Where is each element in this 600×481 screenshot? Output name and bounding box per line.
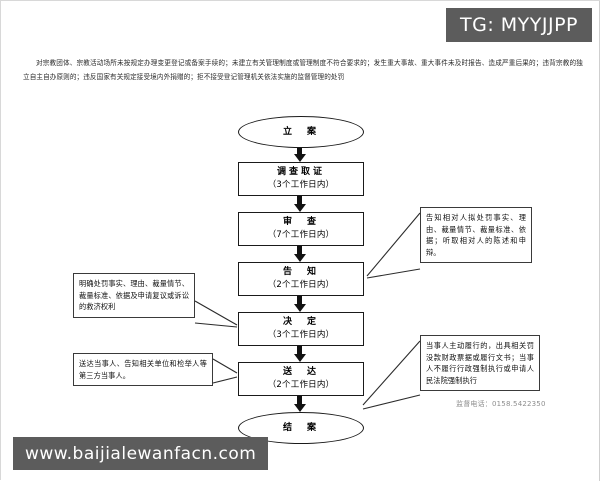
flow-node-title: 审 查 bbox=[282, 217, 319, 227]
flow-node-subtitle: （3个工作日内） bbox=[267, 330, 335, 340]
watermark-tag-top: TG: MYYJJPP bbox=[446, 8, 592, 42]
callout-note-gaozhi: 告知相对人拟处罚事实、理由、裁量情节、裁量标准、依据；听取相对人的陈述和申辩。 bbox=[420, 207, 532, 263]
flow-node-shencha: 审 查 （7个工作日内） bbox=[238, 212, 364, 246]
callout-note-songda: 送达当事人、告知相关单位和检举人等第三方当事人。 bbox=[73, 353, 213, 386]
flow-node-title: 告 知 bbox=[282, 267, 319, 277]
flow-node-title: 送 达 bbox=[282, 367, 319, 377]
flow-arrow-5 bbox=[293, 346, 306, 362]
penalty-procedure-flowchart: 立 案 调查取证 （3个工作日内） 审 查 （7个工作日内） 告 知 （2个工作… bbox=[1, 106, 600, 444]
flow-arrow-4 bbox=[293, 296, 306, 312]
flow-node-title: 调查取证 bbox=[276, 167, 325, 177]
flow-arrow-1 bbox=[293, 148, 306, 162]
flow-arrow-3 bbox=[293, 246, 306, 262]
watermark-url-bottom: www.baijialewanfacn.com bbox=[13, 437, 269, 470]
supervision-phone-stamp: 监督电话：0158.5422350 bbox=[456, 400, 546, 408]
flow-node-title: 立 案 bbox=[282, 126, 319, 137]
flow-node-diaocha: 调查取证 （3个工作日内） bbox=[238, 162, 364, 196]
flow-node-subtitle: （7个工作日内） bbox=[267, 230, 335, 240]
flow-arrow-2 bbox=[293, 196, 306, 212]
flow-node-title: 结 案 bbox=[282, 422, 319, 433]
intro-paragraph: 对宗教团体、宗教活动场所未按规定办理变更登记或备案手续的；未建立有关管理制度或管… bbox=[23, 59, 583, 81]
callout-note-jiean: 当事人主动履行的，出具相关罚没款财政票据或履行文书；当事人不履行行政强制执行或申… bbox=[420, 335, 540, 391]
callout-note-jueding: 明确处罚事实、理由、裁量情节、裁量标准、依据及申请复议或诉讼的救济权利 bbox=[73, 273, 195, 318]
flow-node-title: 决 定 bbox=[282, 317, 319, 327]
flow-node-subtitle: （3个工作日内） bbox=[267, 180, 335, 190]
flow-node-gaozhi: 告 知 （2个工作日内） bbox=[238, 262, 364, 296]
flow-node-jueding: 决 定 （3个工作日内） bbox=[238, 312, 364, 346]
flow-node-subtitle: （2个工作日内） bbox=[267, 380, 335, 390]
flow-node-subtitle: （2个工作日内） bbox=[267, 280, 335, 290]
flow-arrow-6 bbox=[293, 396, 306, 412]
flow-node-songda: 送 达 （2个工作日内） bbox=[238, 362, 364, 396]
flow-node-liaan: 立 案 bbox=[238, 116, 364, 148]
